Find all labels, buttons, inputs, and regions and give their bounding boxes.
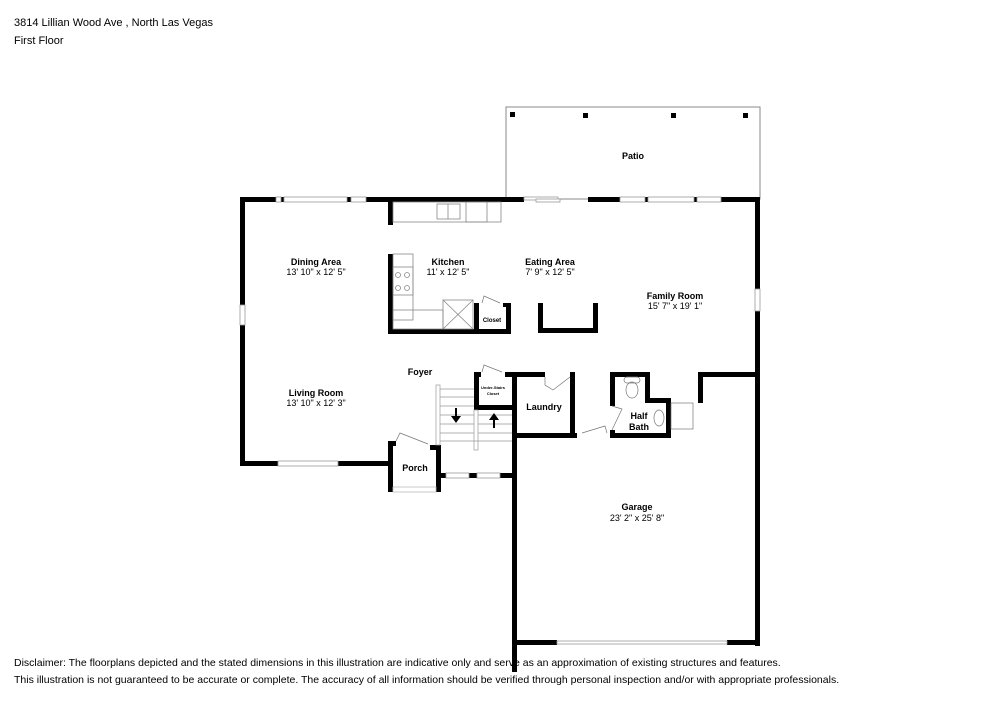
patio-post (743, 113, 748, 118)
room-name-closet: Closet (483, 318, 501, 324)
sink-icon (436, 203, 461, 220)
garage-door (581, 425, 608, 434)
sink-icon (653, 409, 665, 427)
porch-door (395, 432, 429, 445)
toilet-icon (625, 381, 639, 399)
disclaimer-line-2: This illustration is not guaranteed to b… (14, 674, 840, 686)
doors (395, 295, 623, 445)
stove-icon (392, 266, 414, 296)
understairs-door (481, 364, 503, 373)
arrow-up-icon (493, 418, 495, 428)
room-name-halfbath-1: Half (630, 411, 648, 421)
kitchen-fixtures (392, 201, 502, 330)
room-name-halfbath-2: Bath (629, 422, 649, 432)
room-name-porch: Porch (402, 463, 428, 473)
room-dims-kitchen: 11' x 12' 5" (427, 267, 470, 277)
room-dims-dining: 13' 10" x 12' 5" (286, 267, 345, 277)
room-name-family: Family Room (647, 291, 704, 301)
room-name-understairs-1: Under-Stairs (481, 385, 506, 390)
walls (240, 197, 760, 672)
property-address: 3814 Lillian Wood Ave , North Las Vegas (14, 17, 213, 29)
windows (239, 196, 761, 645)
room-name-kitchen: Kitchen (431, 257, 464, 267)
laundry-door (544, 376, 571, 391)
halfbath-door (611, 405, 623, 431)
room-name-laundry: Laundry (526, 402, 562, 412)
patio-post (583, 113, 588, 118)
patio-post (510, 112, 515, 117)
room-dims-living: 13' 10" x 12' 3" (286, 398, 345, 408)
water-heater-box (670, 402, 694, 430)
refrigerator-icon (442, 299, 474, 330)
disclaimer-line-1: Disclaimer: The floorplans depicted and … (14, 657, 781, 669)
closet-door (481, 295, 501, 304)
bath-fixtures (623, 376, 694, 430)
room-name-understairs-2: Closet (487, 391, 500, 396)
stair-arrows (451, 408, 499, 428)
room-name-patio: Patio (622, 151, 645, 161)
room-dims-family: 15' 7" x 19' 1" (648, 301, 702, 311)
stairs (435, 384, 512, 451)
counter-top (392, 201, 502, 223)
toilet-tank-icon (623, 376, 641, 384)
arrow-down-icon (455, 408, 457, 418)
room-name-dining: Dining Area (291, 257, 342, 267)
room-name-foyer: Foyer (408, 367, 433, 377)
dishwasher-icon (465, 201, 488, 223)
patio-post (671, 113, 676, 118)
room-name-garage: Garage (621, 502, 652, 512)
floor-label: First Floor (14, 35, 64, 47)
room-name-eating: Eating Area (525, 257, 576, 267)
room-name-living: Living Room (289, 388, 344, 398)
patio (505, 106, 761, 200)
room-dims-garage: 23' 2" x 25' 8" (610, 513, 664, 523)
room-dims-eating: 7' 9" x 12' 5" (525, 267, 574, 277)
